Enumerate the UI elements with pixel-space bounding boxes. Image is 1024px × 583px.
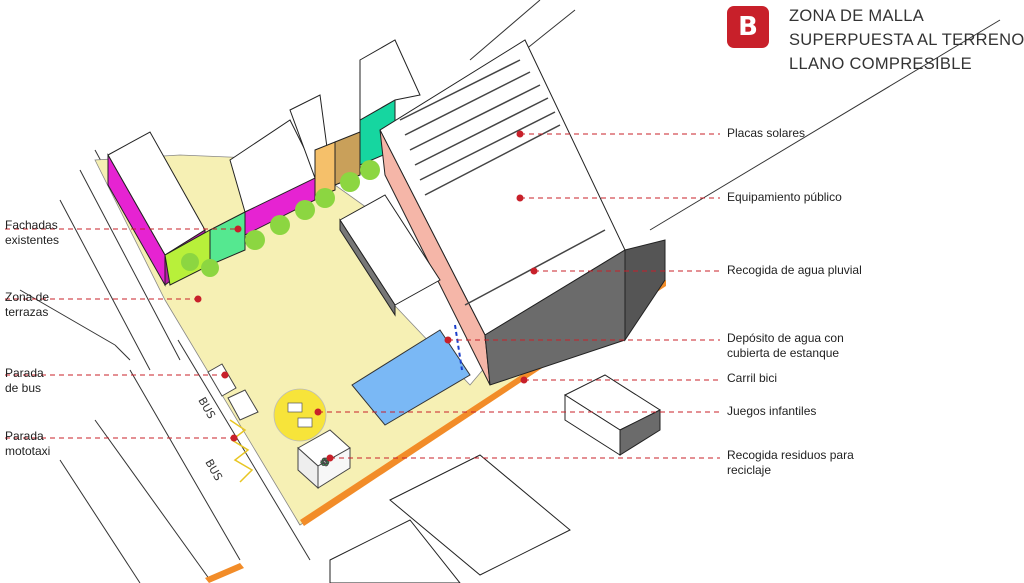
label-placas-solares: Placas solares (727, 126, 805, 141)
label-line: Recogida de agua pluvial (727, 263, 862, 277)
svg-text:♻: ♻ (320, 456, 330, 469)
label-equipamiento-publico: Equipamiento público (727, 190, 842, 205)
label-fachadas-existentes: Fachadas existentes (5, 218, 59, 248)
label-juegos-infantiles: Juegos infantiles (727, 404, 816, 419)
leader-lines (5, 133, 720, 459)
title-line: SUPERPUESTA AL TERRENO (789, 31, 1024, 49)
label-line: Zona de (5, 290, 50, 304)
label-carril-bici: Carril bici (727, 371, 777, 386)
label-zona-terrazas: Zona de terrazas (5, 290, 49, 320)
bike-lane-lower (205, 563, 244, 583)
page-title: ZONA DE MALLA SUPERPUESTA AL TERRENO LLA… (789, 4, 1024, 76)
foreground-buildings (329, 374, 662, 583)
label-line: cubierta de estanque (727, 346, 840, 360)
pool-pipe (454, 324, 463, 371)
label-line: Juegos infantiles (727, 404, 817, 418)
label-line: Fachadas (5, 218, 58, 232)
title-line: LLANO COMPRESIBLE (789, 55, 972, 73)
play-area (273, 388, 327, 442)
road-markings: BUS BUS (195, 395, 225, 483)
label-line: Parada (5, 366, 44, 380)
existing-buildings (107, 39, 421, 287)
label-line: de bus (5, 381, 42, 395)
label-line: terrazas (5, 305, 49, 319)
label-line: Placas solares (727, 126, 806, 140)
section-badge: B (727, 6, 769, 48)
label-line: Parada (5, 429, 44, 443)
leader-dots (194, 130, 538, 462)
label-line: Carril bici (727, 371, 778, 385)
trees (181, 160, 380, 277)
label-line: reciclaje (727, 463, 772, 477)
label-recogida-residuos: Recogida residuos para reciclaje (727, 448, 854, 478)
mototaxi-zigzag (229, 419, 254, 483)
bus-stop (207, 363, 259, 421)
road-mark-bus-2: BUS (202, 457, 225, 483)
label-recogida-agua-pluvial: Recogida de agua pluvial (727, 263, 862, 278)
label-parada-mototaxi: Parada mototaxi (5, 429, 50, 459)
label-line: Equipamiento público (727, 190, 842, 204)
title-line: ZONA DE MALLA (789, 7, 925, 25)
recycling-kiosk: ♻ (297, 429, 351, 490)
label-line: Recogida residuos para (727, 448, 854, 462)
label-parada-bus: Parada de bus (5, 366, 44, 396)
label-line: mototaxi (5, 444, 51, 458)
label-deposito-agua: Depósito de agua con cubierta de estanqu… (727, 331, 844, 361)
label-line: Depósito de agua con (727, 331, 844, 345)
public-equipment-building (379, 39, 666, 386)
road-mark-bus-1: BUS (195, 395, 218, 421)
pergola (339, 194, 441, 317)
label-line: existentes (5, 233, 60, 247)
